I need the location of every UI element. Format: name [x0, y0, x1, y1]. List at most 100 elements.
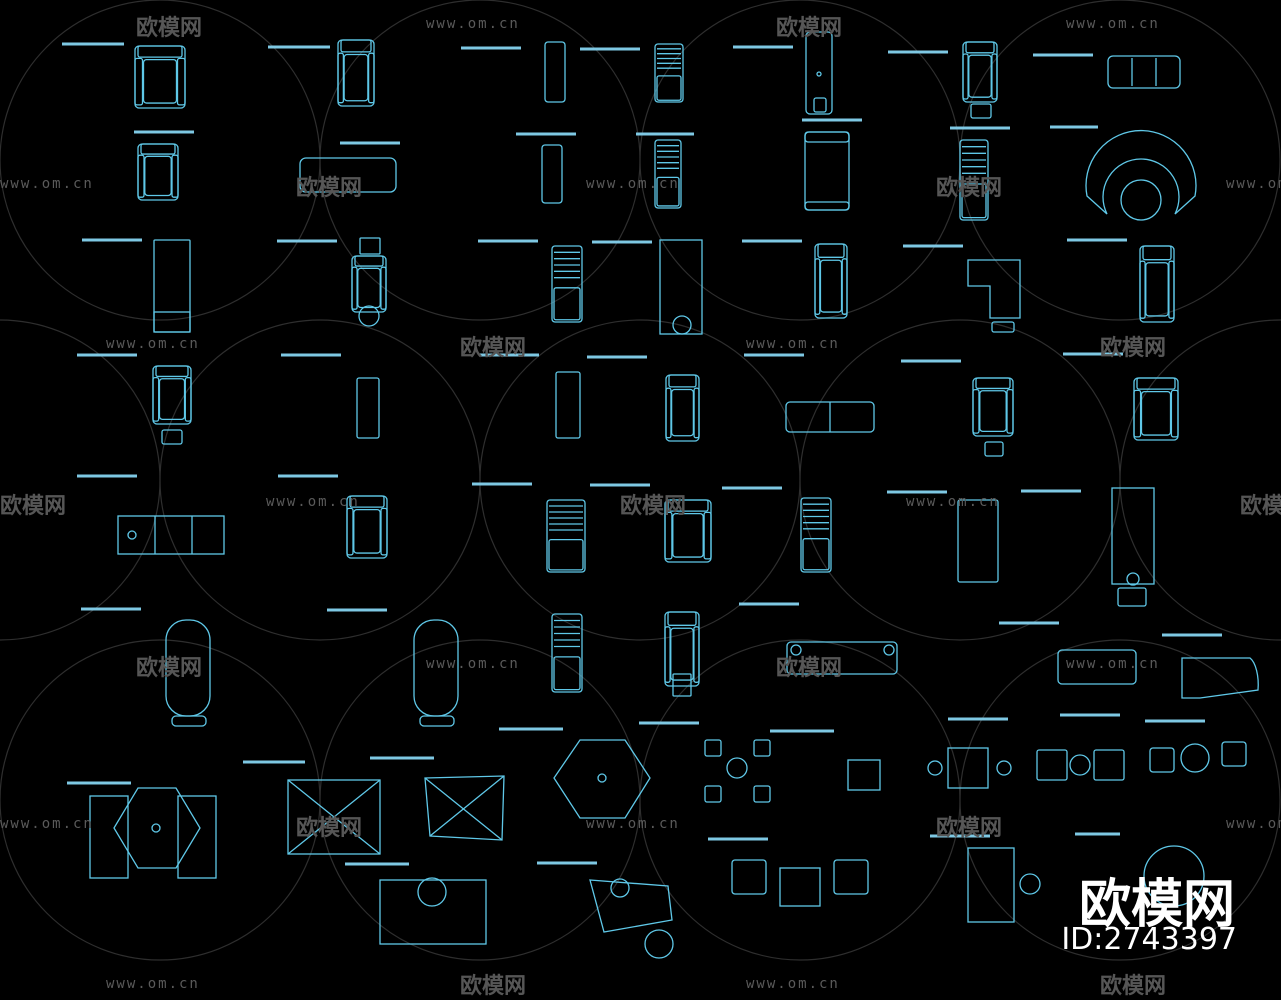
watermark-domain: www.om.cn — [426, 16, 520, 32]
square-table — [847, 759, 881, 791]
sofa-c — [1057, 649, 1137, 685]
brand-id-label: ID:2743397 — [1061, 922, 1237, 957]
watermark-circle — [1119, 319, 1281, 641]
daybed-foot — [804, 201, 850, 211]
watermark-brand: 欧模网 — [1240, 494, 1281, 519]
label-bars — [62, 42, 1222, 866]
lounge-chair-c — [1093, 749, 1125, 781]
chair-slim — [544, 41, 566, 103]
side-stool — [1019, 873, 1041, 895]
sofa-dot — [883, 644, 895, 656]
watermark-domain: www.om.cn — [0, 816, 94, 832]
round-table — [1180, 743, 1210, 773]
lounger-b-frame — [654, 139, 682, 209]
armchair-back — [137, 45, 183, 58]
umbrella-b — [113, 787, 201, 869]
recliner — [805, 31, 833, 115]
recliner-b-seat — [1145, 262, 1169, 317]
curved-bench-table — [610, 878, 630, 898]
round-pad — [644, 929, 674, 959]
dining-table — [947, 747, 989, 789]
sail-line — [429, 775, 505, 837]
lounge-chair-arm-right — [841, 258, 848, 315]
daybed — [804, 131, 850, 211]
watermark-brand: 欧模网 — [296, 816, 363, 841]
table-long — [117, 515, 225, 555]
armchair-c-arm-right — [171, 154, 179, 198]
bed-b — [957, 499, 999, 583]
watermark-circle — [479, 319, 801, 641]
curved-sofa — [1085, 129, 1197, 215]
watermark-circle — [159, 319, 481, 641]
sofa-table — [417, 877, 447, 907]
recliner-c-arm-left — [664, 626, 671, 683]
watermark-domain: www.om.cn — [1226, 176, 1281, 192]
armchair-g-arm-right — [1170, 389, 1179, 438]
watermark-circle — [959, 639, 1281, 961]
recliner-b-back — [1142, 245, 1172, 261]
watermark-brand: 欧模网 — [936, 176, 1003, 201]
furniture-blocks — [89, 31, 1259, 959]
curved-bench — [589, 879, 673, 933]
armchair-f-arm-left — [972, 388, 980, 434]
lounger-g-frame — [551, 613, 583, 693]
recliner-c-seat — [670, 627, 694, 681]
lounger-c-frame — [959, 139, 989, 221]
bath-mat — [171, 715, 207, 727]
stool — [358, 305, 380, 327]
lounger-f-frame — [800, 497, 832, 573]
chair-rot — [1221, 741, 1247, 767]
daybed-head — [804, 131, 850, 143]
chaise — [1181, 657, 1259, 699]
bath-mat-b — [419, 715, 455, 727]
lounger-g-seat — [553, 656, 581, 691]
watermark-brand: 欧模网 — [620, 494, 687, 519]
sunbed-left — [89, 795, 129, 879]
lounge-chair-back — [817, 243, 845, 258]
side-table — [1069, 754, 1091, 776]
watermark-domain: www.om.cn — [1066, 656, 1160, 672]
watermark-brand: 欧模网 — [460, 336, 527, 361]
watermark-domain: www.om.cn — [106, 336, 200, 352]
watermark-brand: 欧模网 — [136, 16, 203, 41]
chair-h-back — [349, 495, 385, 508]
chair-rot — [1149, 747, 1175, 773]
lounger-c-seat — [961, 183, 987, 219]
watermark-domain: www.om.cn — [746, 976, 840, 992]
office-chair-back — [340, 39, 372, 53]
ottoman-b — [161, 429, 183, 445]
bed-step — [1117, 587, 1147, 607]
armchair-b-arm-right — [991, 53, 998, 100]
watermark-brand: 欧模网 — [1100, 336, 1167, 361]
armchair-b-back — [965, 41, 995, 54]
chair-d-arm-left — [351, 266, 358, 310]
armchair-seat — [142, 58, 178, 104]
sofa-dot — [790, 644, 802, 656]
ottoman-c — [984, 441, 1004, 457]
watermark-brand: 欧模网 — [136, 656, 203, 681]
watermark-domain: www.om.cn — [586, 176, 680, 192]
chair-tile — [704, 739, 722, 757]
pergola-cross — [287, 779, 381, 855]
chair-e — [356, 377, 380, 439]
chair-h-arm-right — [380, 507, 388, 556]
chair-h-arm-left — [346, 507, 354, 556]
watermark-domain: www.om.cn — [586, 816, 680, 832]
chair-slim-b — [541, 144, 563, 204]
stool-l — [927, 760, 943, 776]
watermark-circle — [319, 639, 641, 961]
lounger-d-frame — [551, 245, 583, 323]
treatment-bed — [1111, 487, 1155, 585]
watermark-domain: www.om.cn — [746, 336, 840, 352]
armchair-e-seat — [158, 378, 186, 421]
stool-r — [996, 760, 1012, 776]
sofa-b — [786, 641, 898, 675]
chair-d-back — [354, 255, 384, 267]
sunbed-right — [177, 795, 217, 879]
armchair-e-arm-left — [152, 376, 160, 422]
recliner-foot — [672, 673, 692, 697]
watermark-domain: www.om.cn — [1066, 16, 1160, 32]
watermark-circles — [0, 0, 1281, 961]
brand-logo-text: 欧模网 — [1078, 875, 1235, 935]
